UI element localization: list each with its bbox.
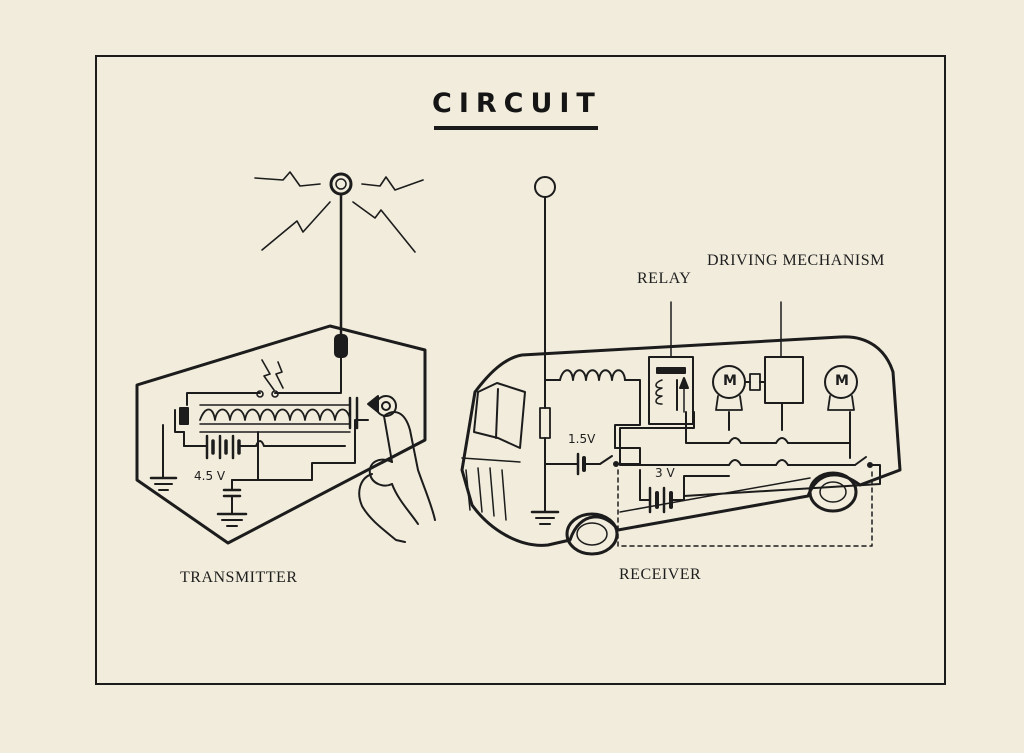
steering-linkage <box>618 470 872 546</box>
hand-icon <box>359 412 435 542</box>
transmitter-unit <box>137 172 435 543</box>
transmitter-battery-icon <box>184 436 345 458</box>
driving-mechanism-label: DRIVING MECHANISM <box>707 252 885 269</box>
spark-gap-icon <box>257 360 283 397</box>
motor-left-symbol: M <box>723 373 737 389</box>
receiver-voltage-motor-label: 3 V <box>655 466 675 480</box>
receiver-unit <box>462 177 900 554</box>
motor-right-icon <box>825 366 857 410</box>
page-frame <box>95 55 946 685</box>
telegraph-key-icon <box>350 396 396 428</box>
driving-mechanism-icon <box>765 302 803 403</box>
ground-icon <box>151 425 176 490</box>
receiver-coil-icon <box>545 370 640 448</box>
receiver-wiring <box>620 403 880 496</box>
receiver-antenna-icon <box>532 177 558 524</box>
title-underline <box>434 126 598 130</box>
transmitter-housing <box>137 326 425 543</box>
transmitter-label: TRANSMITTER <box>180 569 298 586</box>
motor-right-symbol: M <box>835 373 849 389</box>
transmitter-antenna-icon <box>331 174 351 392</box>
motor-left-icon <box>713 366 765 410</box>
radio-wave-icon <box>255 172 423 252</box>
transmitter-voltage-label: 4.5 V <box>194 469 226 483</box>
receiver-battery-motor-icon <box>640 470 729 512</box>
induction-coil-icon <box>200 405 350 432</box>
receiver-voltage-small-label: 1.5V <box>568 432 596 446</box>
relay-icon <box>649 302 693 424</box>
receiver-label: RECEIVER <box>619 566 702 583</box>
capacitor-icon <box>224 480 240 514</box>
relay-label: RELAY <box>637 270 692 287</box>
page-title: CIRCUIT <box>432 88 602 119</box>
interrupter-icon <box>175 408 188 446</box>
capacitor-ground-icon <box>218 514 246 526</box>
receiver-battery-small-icon <box>545 448 640 474</box>
